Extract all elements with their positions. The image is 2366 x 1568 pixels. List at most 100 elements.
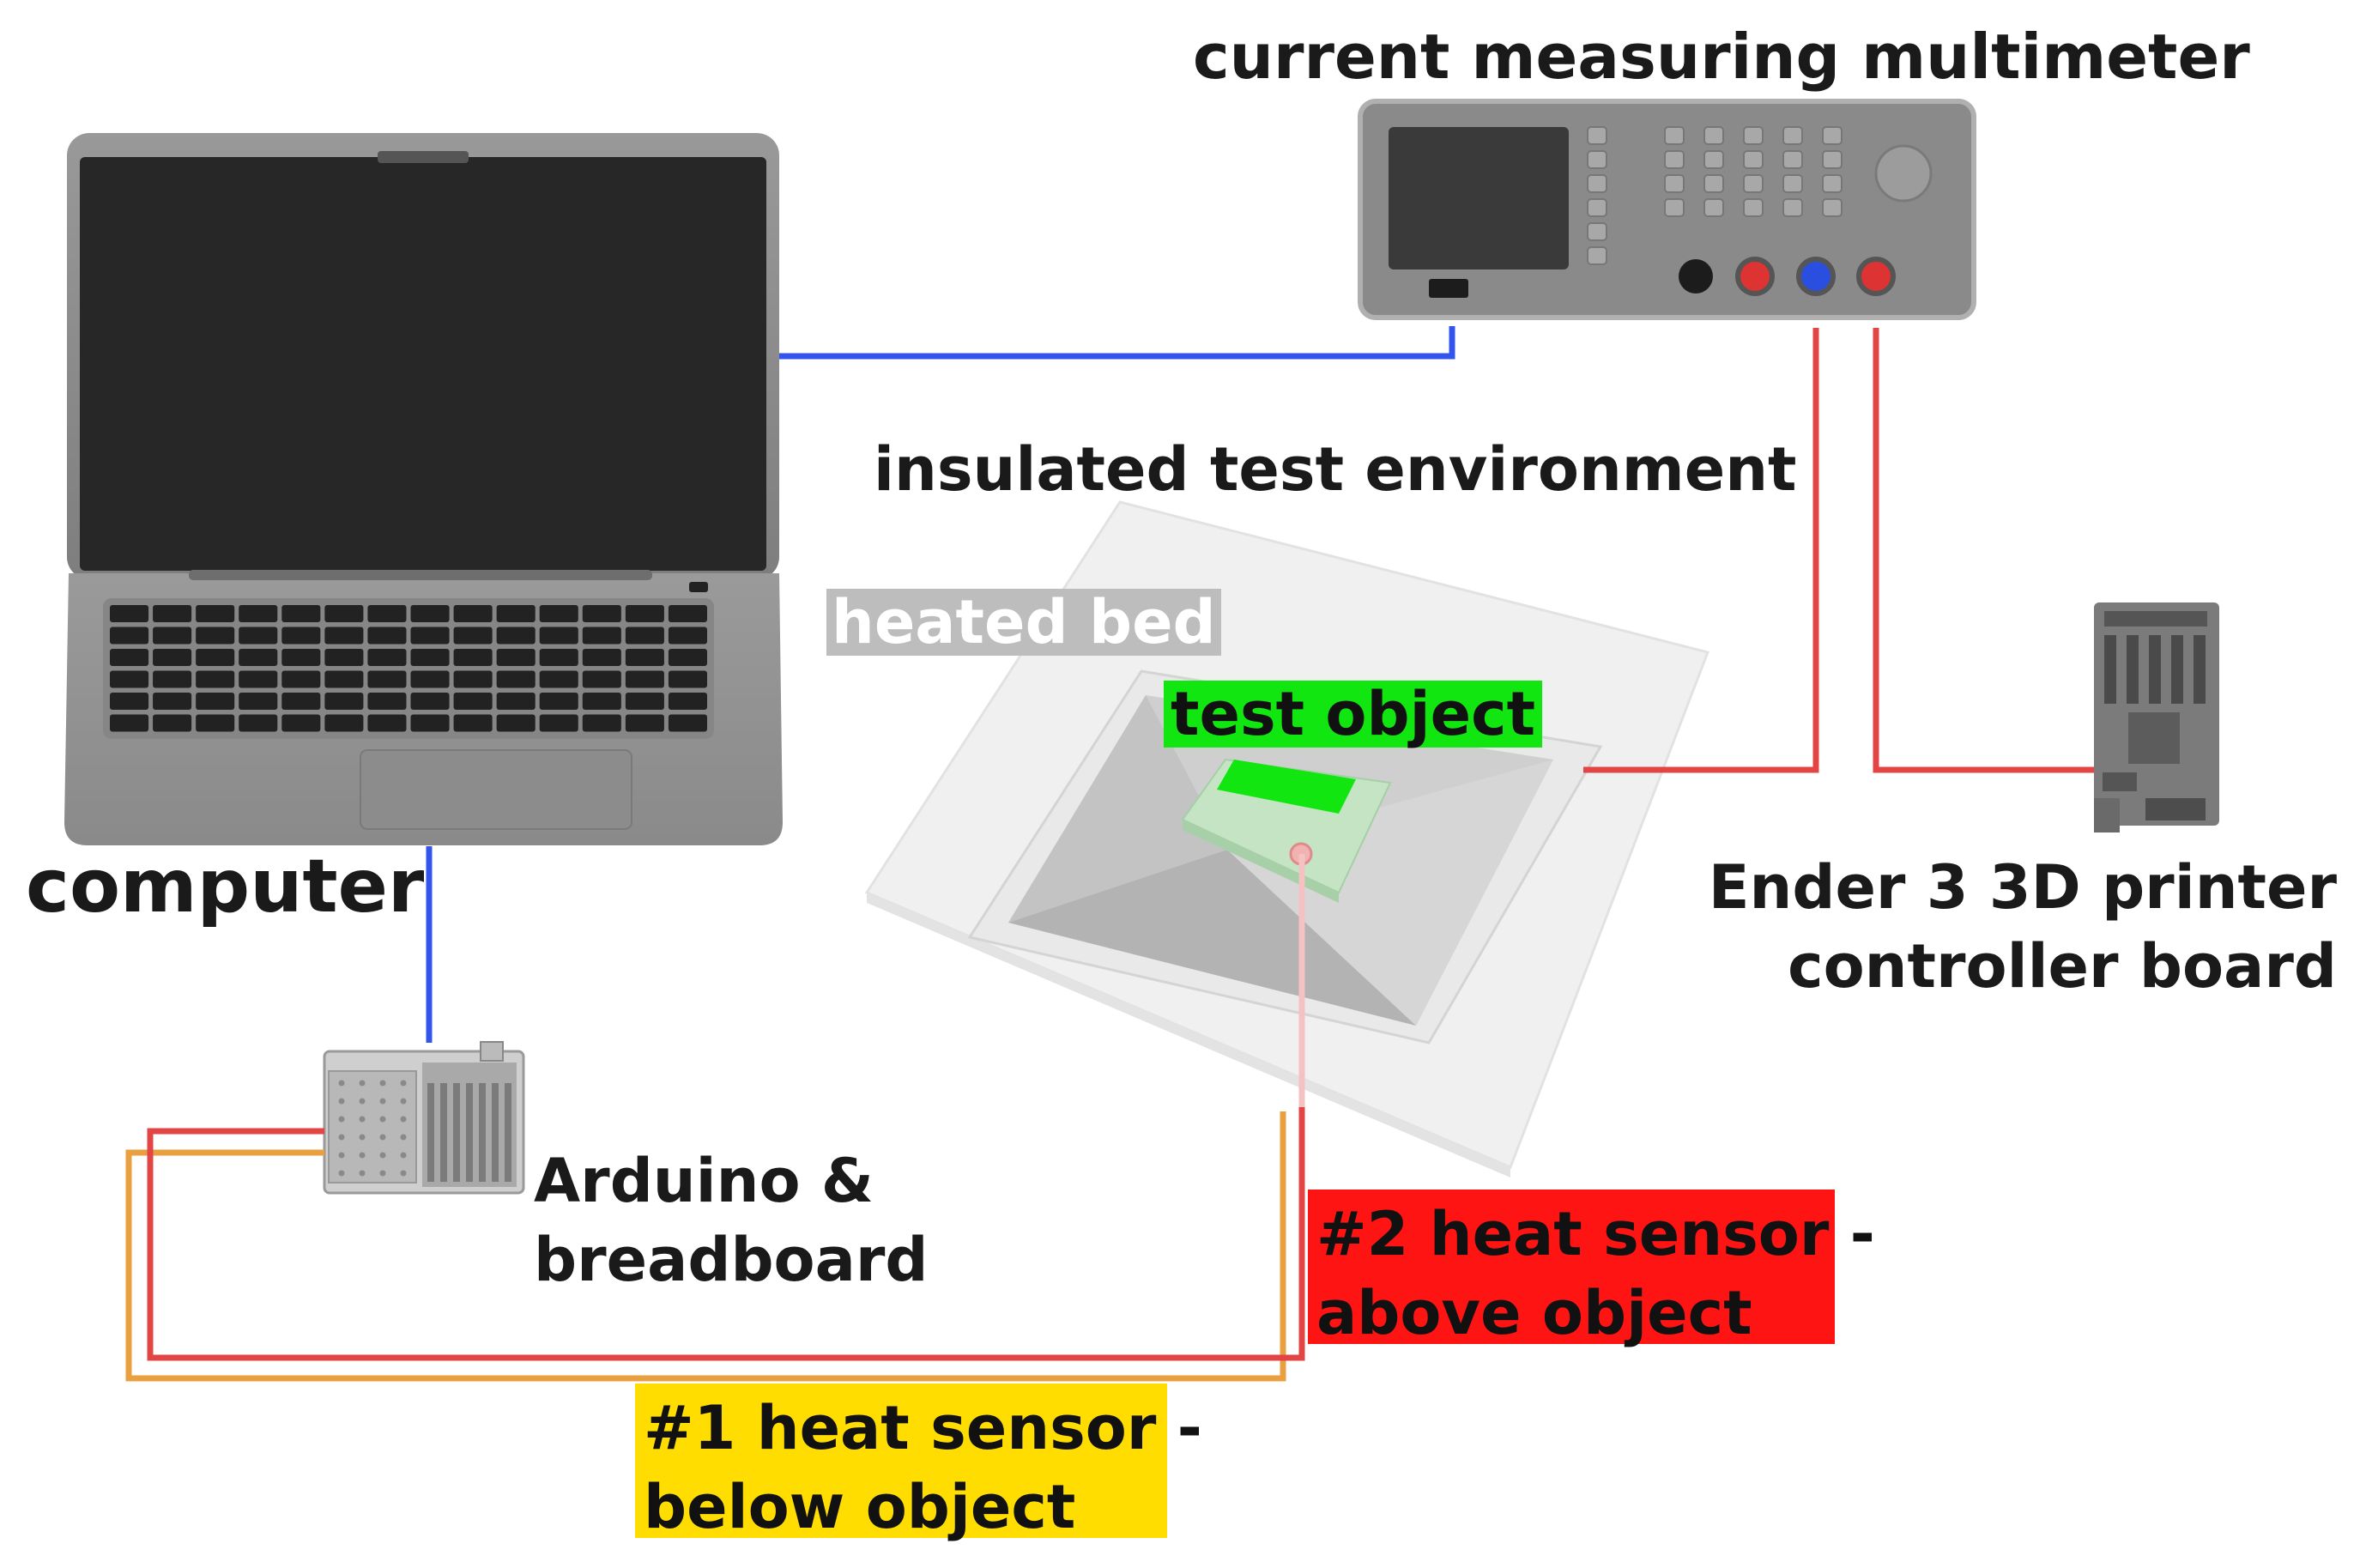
- keyboard-key: [196, 627, 235, 645]
- keyboard-key: [496, 714, 536, 732]
- breadboard-hole: [338, 1116, 345, 1123]
- keyboard-key: [410, 693, 450, 710]
- keyboard-key: [625, 627, 664, 645]
- arduino-pin-header: [453, 1083, 460, 1182]
- multimeter-button: [1703, 150, 1724, 169]
- multimeter-button: [1782, 150, 1803, 169]
- keyboard-key: [153, 627, 192, 645]
- power-wire-bed: [1583, 328, 1819, 773]
- wires: [125, 326, 2094, 1382]
- multimeter-button: [1822, 198, 1843, 217]
- keyboard-key: [324, 714, 364, 732]
- multimeter-button: [1743, 198, 1764, 217]
- multimeter-buttons: [1587, 126, 1843, 265]
- keyboard-key: [110, 605, 149, 622]
- computer-label: computer: [26, 844, 425, 929]
- keyboard-key: [153, 693, 192, 710]
- breadboard-hole: [338, 1098, 345, 1105]
- multimeter-device: [1358, 99, 1976, 320]
- keyboard-key: [668, 693, 707, 710]
- laptop-screen: [80, 157, 766, 571]
- terminal-red-1: [1735, 257, 1775, 296]
- sensor2-label-line2: above object: [1316, 1278, 1752, 1348]
- keyboard-key: [239, 693, 278, 710]
- breadboard-hole: [400, 1134, 407, 1141]
- multimeter-button: [1782, 126, 1803, 145]
- laptop-notch: [378, 151, 469, 163]
- keyboard-key: [239, 627, 278, 645]
- multimeter-button: [1664, 174, 1685, 193]
- breadboard-hole: [359, 1152, 366, 1159]
- power-button: [689, 582, 708, 592]
- terminal-red-2: [1856, 257, 1896, 296]
- laptop-hinge: [189, 570, 652, 580]
- breadboard-hole: [400, 1152, 407, 1159]
- keyboard-key: [410, 627, 450, 645]
- keyboard-key: [281, 627, 321, 645]
- keyboard-key: [281, 649, 321, 666]
- multimeter-label: current measuring multimeter: [1193, 21, 2250, 93]
- multimeter-display: [1389, 127, 1569, 269]
- sensor2-wire: [147, 1107, 1305, 1361]
- keyboard-key: [110, 693, 149, 710]
- keyboard-key: [367, 714, 407, 732]
- keyboard-key: [539, 649, 578, 666]
- laptop-keyboard: [110, 605, 707, 732]
- power-wire-board: [1873, 328, 2094, 773]
- keyboard-key: [281, 605, 321, 622]
- keyboard-key: [496, 649, 536, 666]
- sensor2-label-line1: #2 heat sensor -: [1316, 1199, 1875, 1269]
- keyboard-key: [153, 670, 192, 688]
- keyboard-key: [324, 670, 364, 688]
- breadboard-hole: [359, 1170, 366, 1177]
- multimeter-button: [1703, 174, 1724, 193]
- breadboard-hole: [400, 1080, 407, 1087]
- keyboard-key: [239, 605, 278, 622]
- breadboard-hole: [379, 1134, 386, 1141]
- keyboard-key: [410, 670, 450, 688]
- breadboard-hole: [338, 1170, 345, 1177]
- arduino-pin-header: [479, 1083, 486, 1182]
- keyboard-key: [582, 649, 621, 666]
- keyboard-key: [668, 670, 707, 688]
- keyboard-key: [582, 605, 621, 622]
- keyboard-key: [281, 693, 321, 710]
- multimeter-button: [1587, 246, 1607, 265]
- keyboard-key: [324, 649, 364, 666]
- keyboard-key: [239, 649, 278, 666]
- breadboard-hole: [379, 1152, 386, 1159]
- multimeter-button: [1782, 174, 1803, 193]
- keyboard-key: [324, 605, 364, 622]
- keyboard-key: [367, 649, 407, 666]
- multimeter-button: [1743, 150, 1764, 169]
- breadboard-hole: [359, 1116, 366, 1123]
- keyboard-key: [196, 670, 235, 688]
- laptop-keyboard-area: [103, 598, 714, 739]
- multimeter-button: [1664, 126, 1685, 145]
- multimeter-button: [1587, 222, 1607, 241]
- keyboard-key: [625, 605, 664, 622]
- keyboard-key: [625, 670, 664, 688]
- arduino-pin-header: [492, 1083, 499, 1182]
- keyboard-key: [281, 670, 321, 688]
- laptop-trackpad: [360, 749, 632, 830]
- arduino-pin-header: [466, 1083, 473, 1182]
- multimeter-dial: [1874, 144, 1933, 203]
- breadboard-hole: [400, 1170, 407, 1177]
- keyboard-key: [539, 627, 578, 645]
- keyboard-key: [453, 693, 493, 710]
- sensor1-label-line1: #1 heat sensor -: [644, 1393, 1202, 1463]
- keyboard-key: [453, 605, 493, 622]
- breadboard-hole: [338, 1152, 345, 1159]
- keyboard-key: [582, 693, 621, 710]
- keyboard-key: [496, 627, 536, 645]
- multimeter-button: [1703, 198, 1724, 217]
- heated-bed-label: heated bed: [826, 589, 1221, 656]
- multimeter-button: [1743, 174, 1764, 193]
- keyboard-key: [539, 605, 578, 622]
- arduino-pin-header: [427, 1083, 434, 1182]
- arduino-label-line2: breadboard: [534, 1225, 929, 1295]
- insulated-environment-label: insulated test environment: [874, 434, 1797, 505]
- sensor1-wire: [125, 1111, 1286, 1382]
- arduino-label-line1: Arduino &: [534, 1146, 874, 1216]
